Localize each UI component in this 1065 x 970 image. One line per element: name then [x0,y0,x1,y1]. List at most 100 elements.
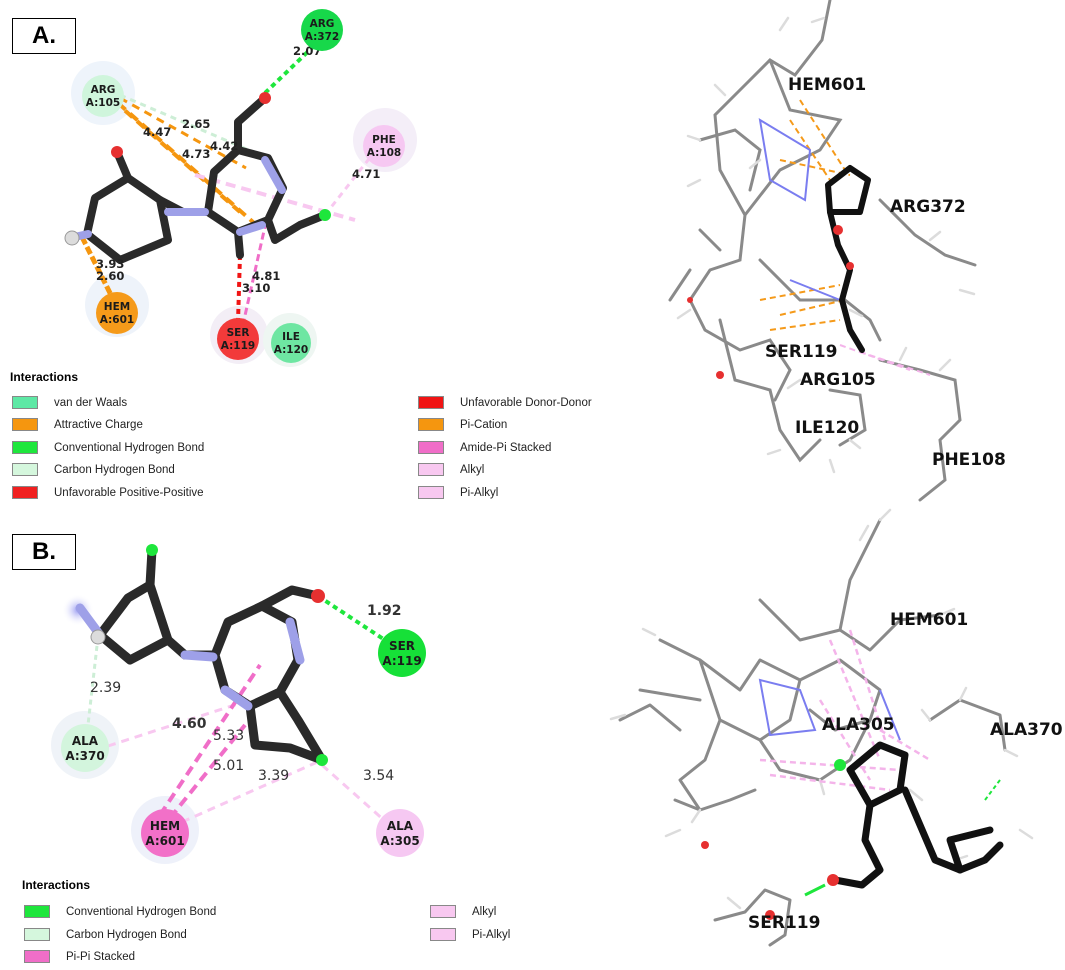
residue-disc [376,809,424,857]
hbond-3d-b2 [984,779,1001,801]
label-3d-ile120-a: ILE120 [795,418,859,438]
legend-item-a-5: Unfavorable Donor-Donor [418,396,592,409]
dist-a-7: 2.60 [96,269,124,283]
legend-title-b: Interactions [22,878,91,892]
chlorine-atom-b1 [146,544,158,556]
hbond-3d-b [804,883,826,897]
ligand-3d-oxygen-a [833,225,843,235]
residue-id: A:119 [382,654,421,668]
panel-a-2d-diagram: 2.07 2.65 4.47 4.73 4.42 4.71 3.93 2.60 … [64,9,417,367]
label-3d-ala370-b: ALA370 [990,720,1063,740]
legend-label: Conventional Hydrogen Bond [54,441,205,454]
dist-a-6: 3.93 [96,257,124,271]
residue-name: ARG [91,84,116,96]
legend-label: Carbon Hydrogen Bond [66,928,187,941]
residue-name: ALA [72,734,99,748]
legend-item-a-3: Carbon Hydrogen Bond [12,463,175,476]
amine-hydrogen-a [64,230,80,246]
residue-name: ALA [387,819,414,833]
residue-ser119-a: SER A:119 [217,318,259,360]
legend-label: Amide-Pi Stacked [460,441,552,454]
attractive-line-a1 [111,98,242,214]
legend-label: Carbon Hydrogen Bond [54,463,175,476]
legend-item-a-9: Pi-Alkyl [418,486,498,499]
legend-item-b-2: Pi-Pi Stacked [24,950,135,963]
residue-name: ARG [310,18,335,30]
dist-a-4: 4.42 [210,139,238,153]
residue-disc [363,125,405,167]
dist-a-1: 2.65 [182,117,210,131]
residue-id: A:305 [380,834,419,848]
label-3d-phe108-a: PHE108 [932,450,1006,470]
legend-swatch [418,396,444,409]
ligand-3d-b [831,741,1004,889]
legend-swatch [24,950,50,963]
panel-a-3d-view: HEM601 ARG372 SER119 ARG105 ILE120 PHE10… [668,0,1006,502]
legend-item-b-3: Alkyl [430,905,496,918]
legend-swatch [418,486,444,499]
legend-label: van der Waals [54,396,128,409]
dist-b-4: 5.01 [213,758,244,774]
hbond-line-b [316,594,399,650]
ligand-3d-a [825,165,871,353]
dist-b-3: 5.33 [213,728,244,744]
panel-label-b: B. [12,534,76,570]
residue-id: A:601 [145,834,184,848]
oxygen-atom-b [311,589,325,603]
residue-disc [217,318,259,360]
residue-disc [61,724,109,772]
label-3d-ser119-a: SER119 [765,342,837,362]
residue-phe108-a: PHE A:108 [363,125,405,167]
amide-pi-line-a [242,221,268,321]
legend-item-b-0: Conventional Hydrogen Bond [24,905,216,918]
oxygen-atom-a1 [111,146,123,158]
legend-swatch [418,418,444,431]
label-3d-arg372-a: ARG372 [890,197,966,217]
legend-swatch [12,463,38,476]
legend-label: Conventional Hydrogen Bond [66,905,217,918]
residue-name: ILE [282,331,300,343]
legend-swatch [12,418,38,431]
label-3d-ser119-b: SER119 [748,913,820,933]
legend-item-b-4: Pi-Alkyl [430,928,510,941]
attractive-line-a2 [116,101,264,232]
attractive-line-a4 [79,235,115,299]
residue-id: A:120 [274,344,308,356]
legend-item-a-7: Amide-Pi Stacked [418,441,551,454]
residue-id: A:119 [221,340,255,352]
legend-item-a-4: Unfavorable Positive-Positive [12,486,204,499]
residue-hem601-a: HEM A:601 [96,292,138,334]
residue-id: A:372 [305,31,339,43]
legend-swatch [12,486,38,499]
labels-3d-a: HEM601 ARG372 SER119 ARG105 ILE120 PHE10… [765,75,1006,470]
residue-id: A:105 [86,97,120,109]
dist-b-6: 3.54 [363,768,394,784]
dist-a-9: 3.10 [242,281,270,295]
legend-swatch [24,928,50,941]
label-3d-hem601-b: HEM601 [890,610,968,630]
ligand-nitrogens-b [75,603,305,711]
alkyl-line-b1 [107,698,251,748]
chlorine-atom-b2 [316,754,328,766]
legend-label: Pi-Alkyl [472,928,511,941]
amine-hydrogen-b [90,629,106,645]
legend-label: Alkyl [472,905,497,918]
residue-3d-oxygen-b [765,910,775,920]
legend-swatch [430,905,456,918]
legend-label: Unfavorable Donor-Donor [460,396,592,409]
legend-swatch [430,928,456,941]
dist-b-5: 3.39 [258,768,289,784]
residue-hem601-b: HEM A:601 [141,809,189,857]
legend-label: Unfavorable Positive-Positive [54,486,204,499]
legend-label: Pi-Pi Stacked [66,950,136,963]
ligand-3d-oxygen-b [827,874,839,886]
dist-a-3: 4.73 [182,147,210,161]
legend-title-a: Interactions [10,370,79,384]
legend-swatch [418,441,444,454]
legend-label: Pi-Cation [460,418,508,431]
labels-3d-b: HEM601 ALA305 ALA370 SER119 [748,610,1063,933]
label-3d-ala305-b: ALA305 [822,715,895,735]
carbon-hbond-line-b [86,636,100,726]
distance-labels-a: 2.07 2.65 4.47 4.73 4.42 4.71 3.93 2.60 … [96,44,380,295]
